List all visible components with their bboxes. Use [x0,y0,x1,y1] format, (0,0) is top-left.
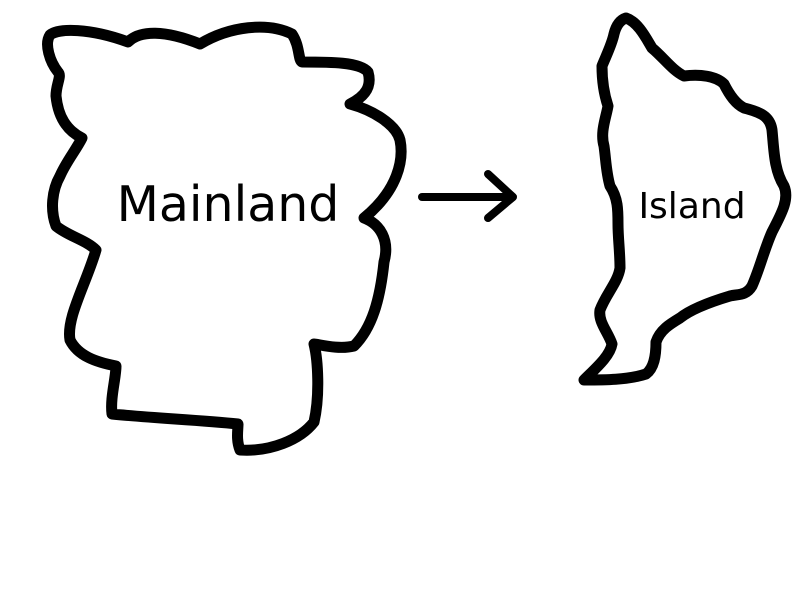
mainland-outline [42,21,407,456]
island-outline [578,12,792,386]
island-node: Island [578,12,792,386]
arrow-mainland-to-island [418,170,517,222]
mainland-node: Mainland [42,21,407,456]
island-label: Island [638,186,745,227]
arrow-head [484,170,517,222]
mainland-label: Mainland [117,176,340,233]
